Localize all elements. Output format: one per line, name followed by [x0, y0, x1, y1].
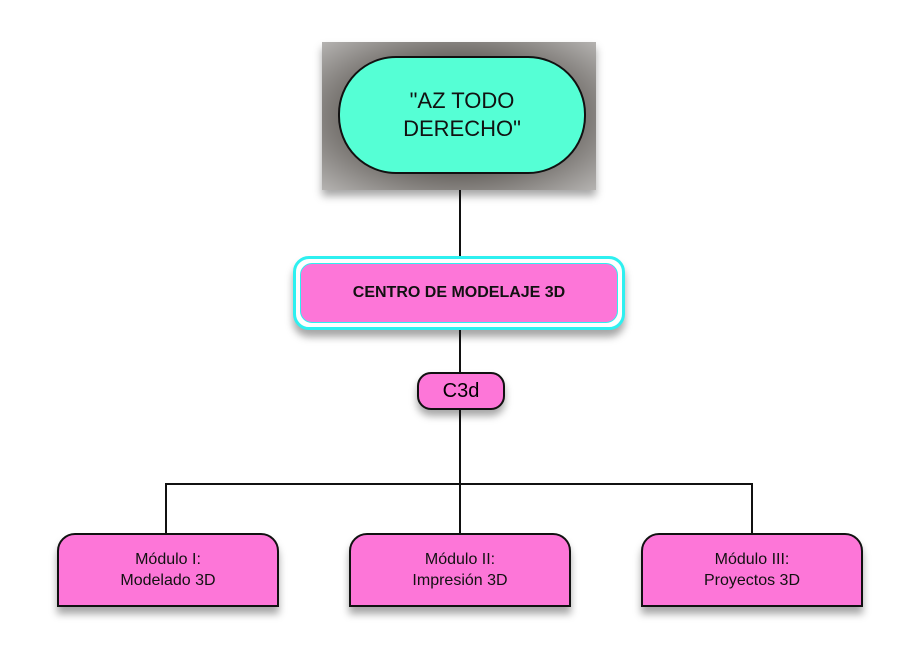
module-subtitle: Proyectos 3D	[703, 572, 801, 589]
module-node-2: Módulo II: Impresión 3D	[349, 533, 571, 607]
module-node-1: Módulo I: Modelado 3D	[57, 533, 279, 607]
connector-module-2	[459, 483, 461, 534]
module-title: Módulo I:	[135, 551, 201, 568]
root-node: "AZ TODO DERECHO"	[338, 56, 586, 174]
center-node: CENTRO DE MODELAJE 3D	[293, 256, 625, 330]
root-line1: "AZ TODO	[409, 88, 515, 113]
connector-root-center	[459, 190, 461, 256]
module-title: Módulo III:	[714, 551, 790, 568]
module-node-3: Módulo III: Proyectos 3D	[641, 533, 863, 607]
module-title: Módulo II:	[424, 551, 496, 568]
module-subtitle: Modelado 3D	[120, 572, 216, 589]
module-subtitle: Impresión 3D	[412, 572, 508, 589]
center-label: CENTRO DE MODELAJE 3D	[300, 263, 618, 323]
root-line2: DERECHO"	[403, 116, 521, 141]
connector-module-1	[165, 483, 167, 534]
hub-node: C3d	[417, 372, 505, 410]
connector-module-3	[751, 483, 753, 534]
connector-center-hub	[459, 330, 461, 372]
connector-hub-bus	[459, 410, 461, 485]
